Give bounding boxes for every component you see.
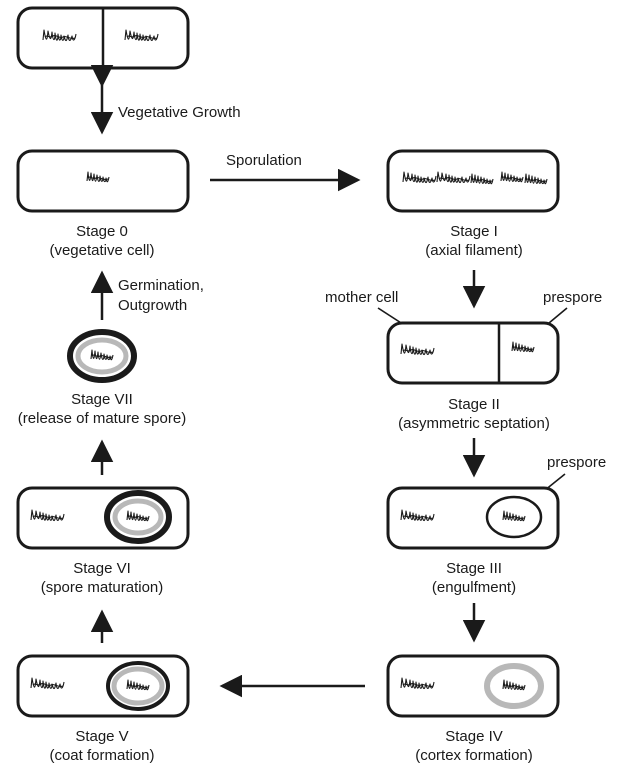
stage-1-description: (axial filament) <box>425 242 523 259</box>
stage-6-cell <box>16 486 190 550</box>
vegetative-growth-label: Vegetative Growth <box>118 104 241 121</box>
germination-label-line-1: Germination, <box>118 277 204 294</box>
stage-7-spore <box>67 329 137 383</box>
stage-1-title: Stage I <box>450 223 498 240</box>
stage-4-title: Stage IV <box>445 728 503 745</box>
stage-3-title: Stage III <box>446 560 502 577</box>
stage-0-cell <box>16 149 190 213</box>
stage-7-description: (release of mature spore) <box>18 410 186 427</box>
stage-3-description: (engulfment) <box>432 579 516 596</box>
stage-5-title: Stage V <box>75 728 128 745</box>
mother-cell-label: mother cell <box>325 289 398 306</box>
stage-6-title: Stage VI <box>73 560 131 577</box>
stage-7-title: Stage VII <box>71 391 133 408</box>
dividing-vegetative-cell <box>16 6 190 70</box>
stage-2-description: (asymmetric septation) <box>398 415 550 432</box>
stage-4-description: (cortex formation) <box>415 747 533 764</box>
stage-5-description: (coat formation) <box>49 747 154 764</box>
prespore-label-stage-2: prespore <box>543 289 602 306</box>
prespore-label-stage-3: prespore <box>547 454 606 471</box>
germination-label-line-2: Outgrowth <box>118 297 187 314</box>
sporulation-label: Sporulation <box>226 152 302 169</box>
stage-5-cell <box>16 654 190 718</box>
stage-0-title: Stage 0 <box>76 223 128 240</box>
stage-4-cell <box>386 654 560 718</box>
stage-2-cell <box>386 321 560 385</box>
stage-0-description: (vegetative cell) <box>49 242 154 259</box>
stage-6-description: (spore maturation) <box>41 579 164 596</box>
stage-2-title: Stage II <box>448 396 500 413</box>
stage-1-cell <box>386 149 560 213</box>
stage-3-cell <box>386 486 560 550</box>
